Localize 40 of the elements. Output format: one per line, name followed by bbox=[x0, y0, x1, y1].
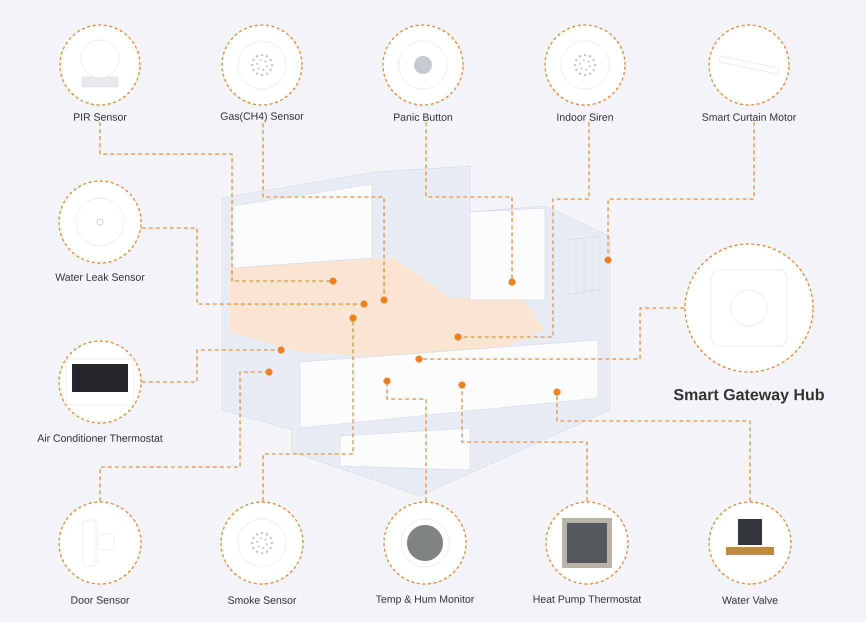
device-label: Door Sensor bbox=[71, 596, 130, 604]
device-label: Temp & Hum Monitor bbox=[376, 595, 474, 605]
device-label: Air Conditioner Thermostat bbox=[37, 434, 163, 442]
leader-line bbox=[556, 396, 751, 502]
leader-line bbox=[422, 307, 684, 360]
location-dot bbox=[360, 300, 368, 308]
leader-line bbox=[425, 122, 513, 278]
device-label: Gas(CH4) Sensor bbox=[220, 112, 304, 122]
device-label: Smart Gateway Hub bbox=[674, 388, 824, 404]
device-label: Heat Pump Thermostat bbox=[534, 595, 642, 605]
location-dot bbox=[508, 278, 516, 286]
leader-line bbox=[386, 384, 427, 502]
device-label: Water Leak Sensor bbox=[55, 273, 145, 281]
location-dot bbox=[266, 368, 272, 376]
device-label: Indoor Siren bbox=[557, 113, 613, 121]
device-label: Water Valve bbox=[722, 596, 778, 604]
leader-line bbox=[99, 371, 266, 502]
location-dot bbox=[554, 388, 560, 396]
location-dot bbox=[278, 346, 284, 354]
device-label: PIR Sensor bbox=[74, 113, 127, 121]
location-dot bbox=[458, 382, 466, 388]
leader-line bbox=[461, 388, 588, 502]
leader-line bbox=[142, 227, 360, 305]
leader-line bbox=[99, 122, 330, 282]
location-dot bbox=[380, 296, 388, 304]
leader-line bbox=[142, 349, 278, 383]
location-dot bbox=[330, 278, 336, 284]
leader-line bbox=[262, 322, 354, 502]
leader-line bbox=[607, 122, 755, 256]
leader-line bbox=[262, 123, 385, 296]
house-drawing bbox=[222, 166, 610, 496]
location-dot bbox=[350, 314, 356, 322]
device-label: Smart Curtain Motor bbox=[702, 113, 796, 121]
device-label: Panic Button bbox=[394, 113, 452, 121]
location-dot bbox=[454, 334, 462, 340]
location-dot bbox=[604, 256, 612, 264]
leader-line bbox=[462, 122, 590, 338]
location-dot bbox=[416, 356, 422, 362]
device-label: Smoke Sensor bbox=[228, 596, 296, 604]
location-dot bbox=[384, 378, 390, 384]
